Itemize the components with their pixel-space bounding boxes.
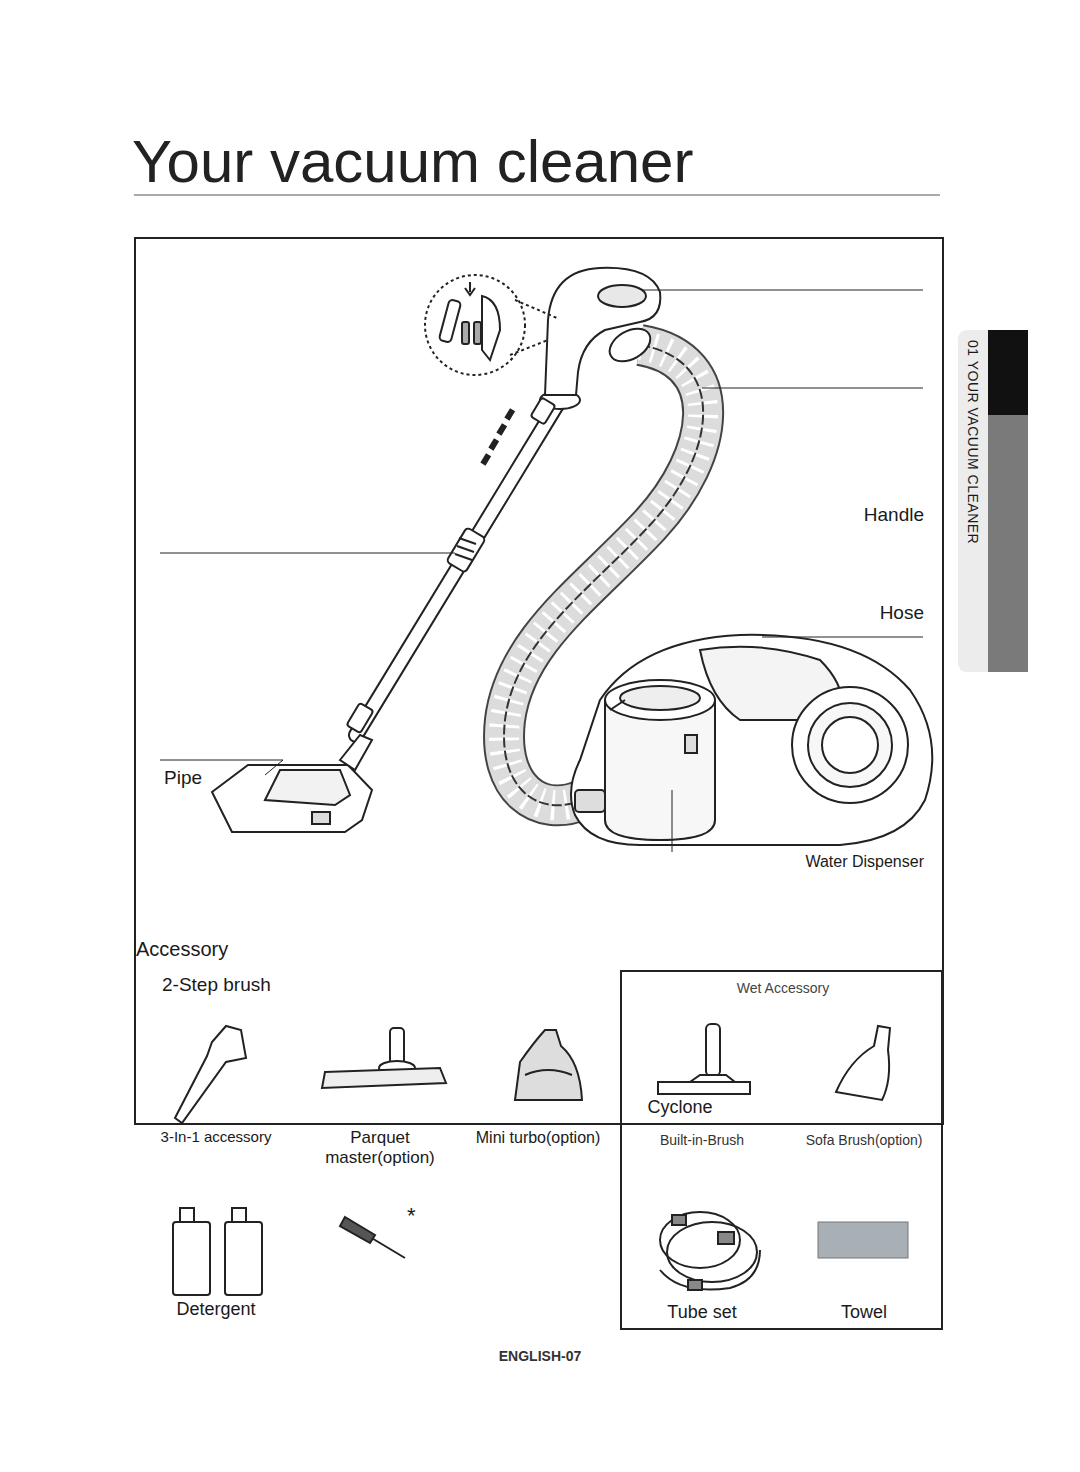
accessory-label: Detergent [176,1299,255,1321]
towel-drawing [818,1222,908,1258]
part-label: Sofa Brush(option) [806,1132,923,1149]
part-label: Pipe [164,767,202,790]
footnote-mark: * [407,1203,416,1229]
part-label: Cyclone [647,1097,712,1119]
chapter-tab-label: 01 YOUR VACUUM CLEANER [964,340,981,544]
battery-callout [425,275,557,375]
accessory-label: Parquet master(option) [315,1128,445,1169]
part-label: Wet Accessory [737,980,829,997]
accessory-label: 3-In-1 accessory [161,1128,272,1146]
chapter-tab [958,330,1028,672]
canister-drawing [571,635,932,845]
brush-drawing [212,735,372,832]
accessory-drawing [173,1024,890,1295]
accessory-label: Mini turbo(option) [476,1128,601,1147]
part-label: Tube set [667,1302,736,1324]
part-label: Handle [864,504,924,527]
part-label: Built-in-Brush [660,1132,744,1149]
part-label: 2-Step brush [162,974,271,997]
wet-accessory-box: Wet AccessoryBuilt-in-Brush Sofa Brush(op… [620,970,943,1330]
part-label: Water Dispenser [805,852,924,871]
part-label: Hose [880,602,924,625]
part-label: Towel [841,1302,887,1324]
section-heading: Accessory [136,937,228,961]
page-title: Your vacuum cleaner [132,126,693,198]
pipe-drawing [346,268,660,735]
page-number: ENGLISH-07 [499,1348,581,1365]
leader-line [160,290,923,852]
